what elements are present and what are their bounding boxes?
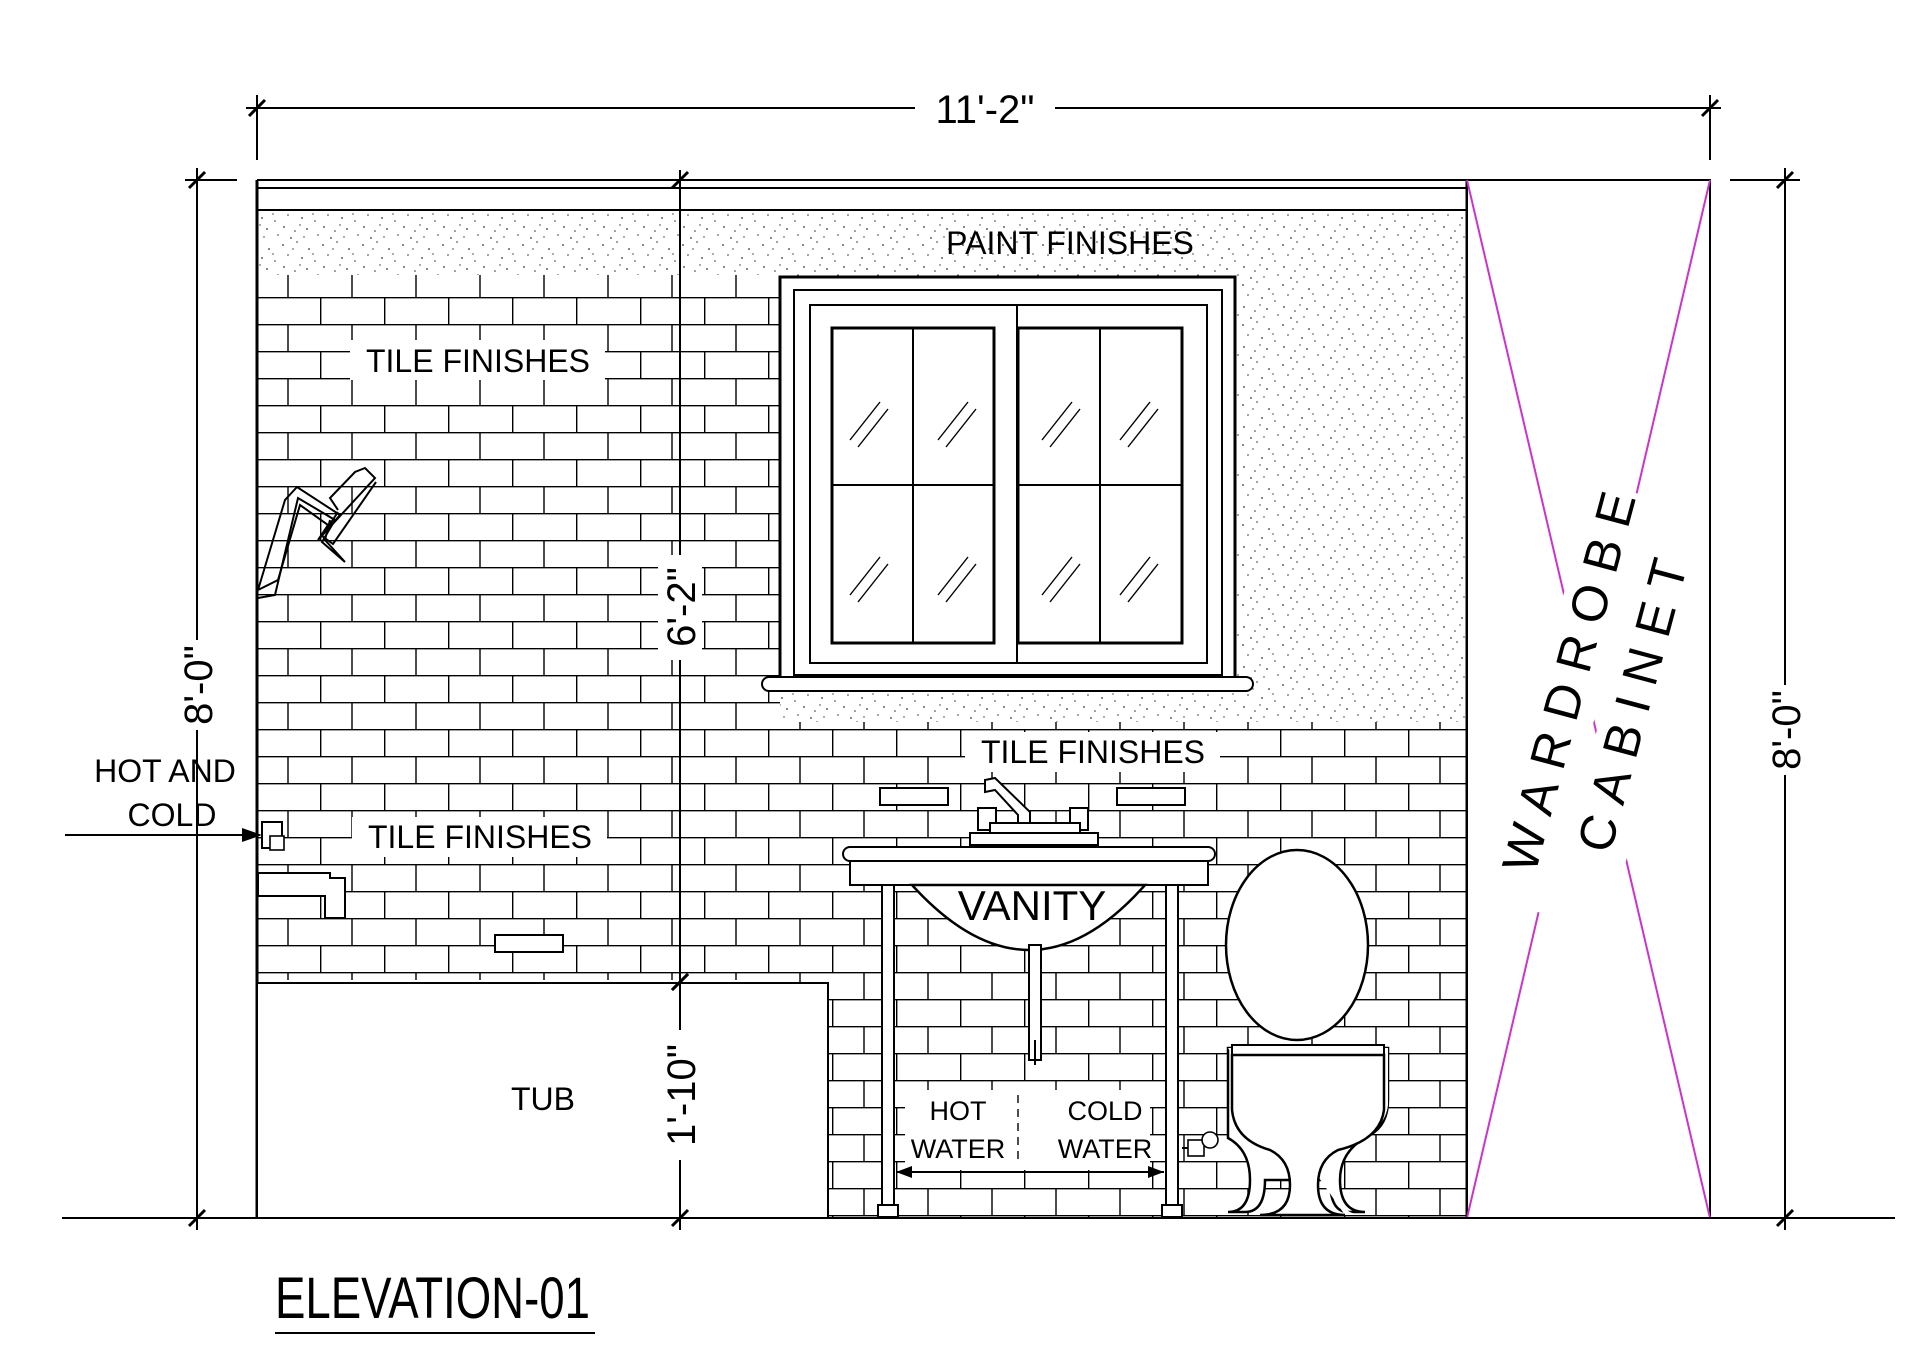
window-height-dim: 6'-2" [660,567,704,647]
tile-finishes-label-upper: TILE FINISHES [366,343,590,379]
dimension-right-height: 8'-0" [1730,168,1809,1230]
tub-height-dim: 1'-10" [660,1044,704,1146]
right-height-dim: 8'-0" [1765,690,1809,770]
left-height-dim: 8'-0" [177,645,221,725]
hot-and-cold-label-2: COLD [128,797,217,833]
elevation-title: ELEVATION-01 [275,1266,590,1331]
vanity: VANITY [842,776,1216,1218]
water-supply-line [896,1095,1164,1178]
cold-water-label-1: COLD [1067,1096,1142,1126]
soap-dish [494,934,564,953]
cold-water-label-2: WATER [1058,1134,1153,1164]
hot-water-label-1: HOT [930,1096,987,1126]
dimension-window-height: 6'-2" [658,170,704,995]
tub: TUB [256,982,829,1219]
dimension-left-height: 8'-0" [177,168,237,1230]
window [761,275,1254,692]
paint-finish-area-right [1235,270,1467,725]
paint-finishes-label: PAINT FINISHES [946,225,1194,261]
tile-finishes-label-lower: TILE FINISHES [368,819,592,855]
toilet [1182,848,1390,1217]
tile-finishes-label-mid: TILE FINISHES [981,734,1205,770]
hot-cold-valve [65,821,285,851]
wardrobe-cabinet: WARDROBE CABINET [1466,179,1711,1219]
drawing-title: ELEVATION-01 [275,1266,595,1334]
vanity-sconce-right [1116,787,1186,806]
overall-width-dim: 11'-2" [936,88,1035,132]
vanity-sconce-left [879,787,949,806]
hot-water-label-2: WATER [911,1134,1006,1164]
dimension-tub-height: 1'-10" [658,970,704,1230]
vanity-label: VANITY [958,882,1107,929]
tub-label: TUB [511,1081,575,1117]
paint-finish-area-below-window [780,690,1240,725]
dimension-overall-width: 11'-2" [246,86,1721,160]
tub-spout [257,872,346,919]
hot-and-cold-label-1: HOT AND [94,753,236,789]
shower-head [256,466,377,599]
